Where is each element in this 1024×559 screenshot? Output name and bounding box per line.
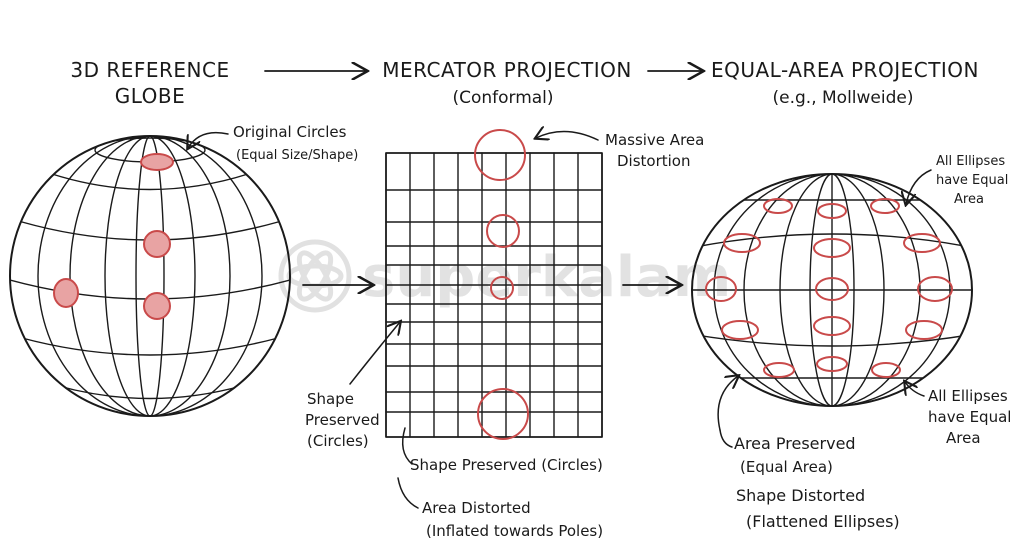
ellipses-top-label-1: All Ellipses [936, 154, 1005, 169]
massive-area-label: Massive Area [605, 131, 704, 149]
massive-area-sublabel: Distortion [617, 152, 691, 170]
area-preserved-label: Area Preserved [734, 434, 856, 453]
mercator-heading: MERCATOR PROJECTION [382, 58, 632, 82]
shape-preserved-label-1: Shape [307, 390, 354, 408]
area-preserved-arrow [717, 376, 738, 431]
area-preserved-sublabel: (Equal Area) [740, 458, 833, 476]
globe-circle-side [53, 278, 79, 308]
mercator-circle-south [477, 388, 529, 440]
shape-preserved-arrow [349, 322, 400, 385]
globe-outline [9, 135, 291, 417]
mercator-circle-north [474, 129, 526, 181]
equal-area-heading: EQUAL-AREA PROJECTION [711, 58, 979, 82]
mercator-circle-equator [490, 276, 514, 300]
area-distorted-sublabel: (Inflated towards Poles) [426, 522, 603, 540]
mercator-subheading: (Conformal) [452, 88, 553, 108]
shape-distorted-label: Shape Distorted [736, 486, 865, 505]
globe-heading-line1: 3D REFERENCE [70, 58, 229, 82]
equal-area-ellipses [705, 198, 953, 378]
area-distorted-label: Area Distorted [422, 499, 531, 517]
ellipses-bottom-label-1: All Ellipses [928, 387, 1008, 405]
ellipses-top-arrow [906, 169, 932, 204]
area-distorted-leader [397, 477, 419, 509]
massive-area-arrow [536, 131, 599, 141]
ellipses-top-label-3: Area [954, 192, 984, 207]
shape-preserved-circles-leader [401, 427, 413, 465]
globe-circle-polar [140, 153, 174, 171]
shape-preserved-label-2: Preserved [305, 411, 380, 429]
original-circles-sublabel: (Equal Size/Shape) [236, 148, 358, 163]
ellipses-top-label-2: have Equal [936, 173, 1008, 188]
globe-graticule [10, 136, 290, 416]
watermark-text: superkalam [362, 245, 731, 310]
mercator-circles [474, 129, 529, 440]
original-circles-arrow [188, 131, 229, 148]
shape-distorted-sublabel: (Flattened Ellipses) [746, 512, 900, 531]
ellipses-bottom-label-3: Area [946, 429, 981, 447]
reference-globe [9, 135, 291, 417]
globe-circle-mid [143, 230, 171, 258]
equal-area-projection [691, 173, 973, 407]
shape-preserved-circles-label: Shape Preserved (Circles) [410, 456, 603, 474]
mercator-grid [385, 152, 603, 438]
shape-preserved-label-3: (Circles) [307, 432, 369, 450]
ellipses-bottom-label-2: have Equal [928, 408, 1011, 426]
watermark-logo-icon [278, 239, 352, 313]
globe-heading-line2: GLOBE [115, 84, 186, 108]
equal-area-subheading: (e.g., Mollweide) [773, 88, 914, 108]
mercator-circle-mid [486, 214, 520, 248]
area-preserved-leader [719, 429, 733, 448]
original-circles-label: Original Circles [233, 123, 347, 141]
globe-circle-equator [143, 292, 171, 320]
ellipses-bottom-arrow [905, 382, 925, 397]
